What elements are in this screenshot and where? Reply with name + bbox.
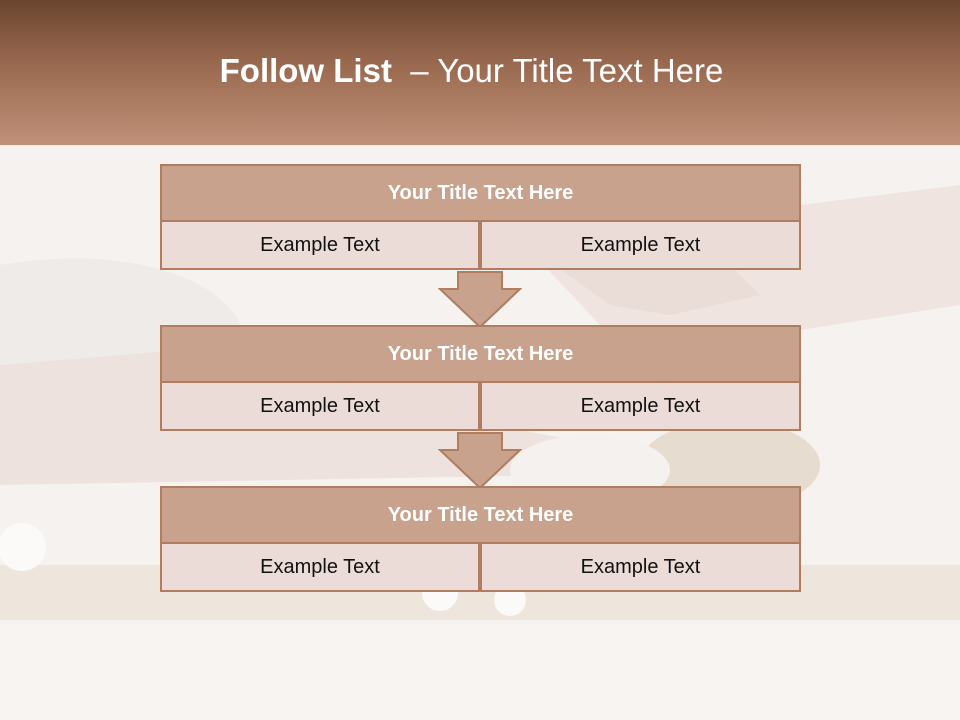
row-cell-left: Example Text <box>160 220 480 270</box>
row-cell-left: Example Text <box>160 381 480 431</box>
row-cell-right: Example Text <box>480 542 801 592</box>
row-cell-right: Example Text <box>480 381 801 431</box>
flower-icon <box>494 584 526 616</box>
down-arrow-icon <box>438 432 522 490</box>
header-band: Follow List – Your Title Text Here <box>0 0 960 145</box>
title-rest-part: – Your Title Text Here <box>391 52 724 89</box>
row-cell-right: Example Text <box>480 220 801 270</box>
flower-icon <box>0 523 46 571</box>
row-title: Your Title Text Here <box>160 325 801 383</box>
down-arrow-icon <box>438 271 522 329</box>
title-bold-part: Follow List <box>219 52 392 89</box>
row-title: Your Title Text Here <box>160 486 801 544</box>
row-title: Your Title Text Here <box>160 164 801 222</box>
slide-title: Follow List – Your Title Text Here <box>0 52 943 90</box>
row-cell-left: Example Text <box>160 542 480 592</box>
